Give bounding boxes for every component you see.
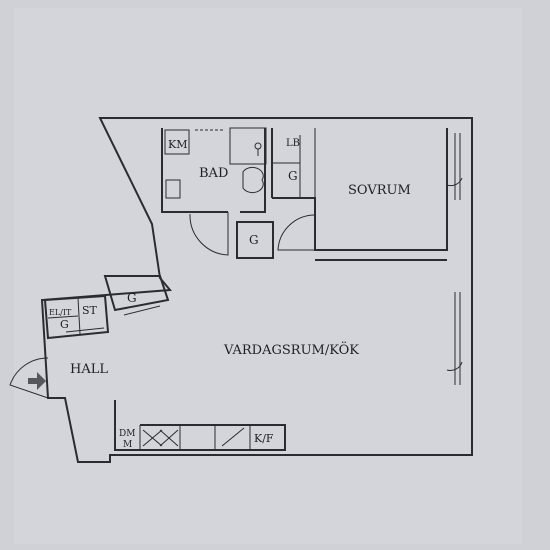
fixture-st: ST — [82, 304, 98, 317]
fixture-m: M — [123, 440, 132, 450]
window-upper — [454, 133, 461, 200]
window-swing-upper — [446, 177, 463, 187]
bedroom-door — [277, 214, 316, 251]
sink-icon — [221, 427, 245, 447]
fixture-g-el: G — [60, 318, 69, 331]
fixture-g-hall: G — [127, 291, 137, 305]
el-st-closet — [43, 294, 110, 340]
fixture-dm: DM — [119, 429, 135, 439]
entrance-arrow-icon — [28, 372, 46, 390]
fixture-km: KM — [168, 138, 187, 151]
storage-g — [236, 221, 274, 259]
bathroom-door — [189, 212, 229, 256]
fixture-g-small: G — [249, 233, 259, 247]
room-label-vardagsrum: VARDAGSRUM/KÖK — [223, 341, 359, 358]
room-label-sovrum: SOVRUM — [348, 183, 411, 198]
kitchen-counter — [114, 400, 286, 451]
fixture-g-bad: G — [288, 169, 298, 183]
window-swing-lower — [446, 361, 463, 371]
hall-wardrobe — [103, 275, 170, 312]
km-box — [164, 129, 190, 155]
bathroom-wall — [161, 128, 266, 213]
fixture-lb: LB — [286, 138, 300, 149]
room-label-hall: HALL — [70, 362, 108, 377]
fixture-kf: K/F — [254, 432, 274, 445]
wash-basin — [165, 179, 181, 199]
room-label-bad: BAD — [199, 166, 228, 181]
fixture-el-it: EL/IT — [49, 308, 72, 317]
entrance-door[interactable] — [9, 357, 49, 399]
sink-cabinet — [229, 127, 267, 165]
toilet — [242, 166, 264, 194]
stove-icon — [142, 429, 179, 447]
